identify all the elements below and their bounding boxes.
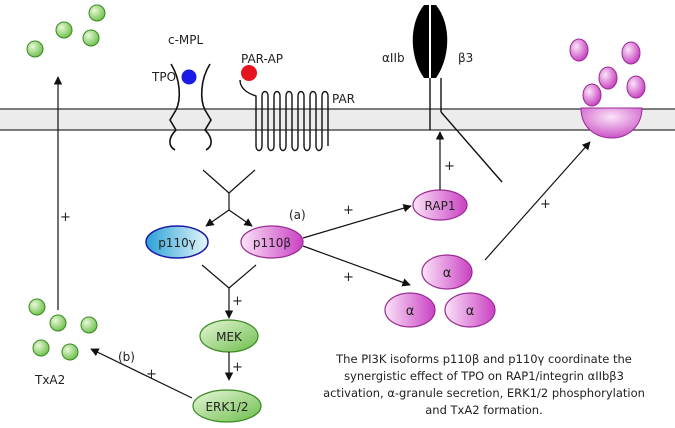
plus-erk: + [232, 360, 243, 375]
caption-line-4: and TxA2 formation. [425, 403, 543, 417]
membrane [0, 109, 675, 130]
par-label: PAR [332, 92, 355, 106]
caption-line-2: synergistic effect of TPO on RAP1/integr… [344, 369, 624, 383]
alpha-granule-1 [421, 254, 473, 290]
erk-label: ERK1/2 [205, 400, 248, 414]
b3-label: β3 [458, 51, 473, 65]
alpha-granule-3 [444, 292, 496, 328]
plus-mek: + [232, 294, 243, 309]
tpo-label: TPO [151, 70, 176, 84]
par-ap-label: PAR-AP [241, 52, 283, 66]
plus-integrin: + [444, 159, 455, 174]
alpha-label-2: α [406, 304, 415, 319]
secreted-alpha-granules [569, 38, 646, 139]
mark-a: (a) [289, 208, 306, 222]
par-receptor [239, 79, 329, 152]
alpha-label-3: α [466, 304, 475, 319]
p110g-label: p110γ [158, 236, 196, 250]
aiib-label: αIIb [382, 51, 405, 65]
plus-txa2: + [146, 367, 157, 382]
erk-node [192, 389, 262, 423]
integrin-aiib-b3 [412, 5, 503, 183]
plus-txa2-release: + [60, 210, 71, 225]
mark-b: (b) [118, 350, 135, 364]
alpha-label-1: α [443, 266, 452, 281]
arrow-p110b-granules [302, 245, 411, 287]
par-ap-ligand [241, 65, 257, 81]
caption: The PI3K isoforms p110β and p110γ coordi… [323, 352, 645, 417]
arrow-p110b-rap1 [302, 204, 412, 239]
caption-line-1: The PI3K isoforms p110β and p110γ coordi… [335, 352, 632, 366]
alpha-granules [384, 254, 496, 328]
tpo-ligand [181, 69, 197, 85]
c-mpl-receptor [169, 63, 212, 151]
c-mpl-label: c-MPL [168, 33, 204, 47]
p110b-node [240, 225, 304, 259]
p110g-node [145, 225, 209, 259]
txa2-label: TxA2 [34, 373, 65, 387]
arrow-erk-txa2 [90, 348, 193, 399]
txa2-granules [28, 298, 98, 361]
txa2-released-granules [26, 4, 106, 58]
mek-label: MEK [216, 330, 243, 344]
plus-granules: + [343, 270, 354, 285]
alpha-granule-2 [384, 292, 436, 328]
convergence-top [202, 169, 256, 227]
plus-secretion: + [540, 197, 551, 212]
caption-line-3: activation, α-granule secretion, ERK1/2 … [323, 386, 645, 400]
convergence-bottom [201, 264, 257, 319]
p110b-label: p110β [253, 236, 291, 250]
rap1-label: RAP1 [425, 199, 456, 213]
arrow-to-secretion [484, 141, 591, 261]
plus-rap1: + [343, 203, 354, 218]
